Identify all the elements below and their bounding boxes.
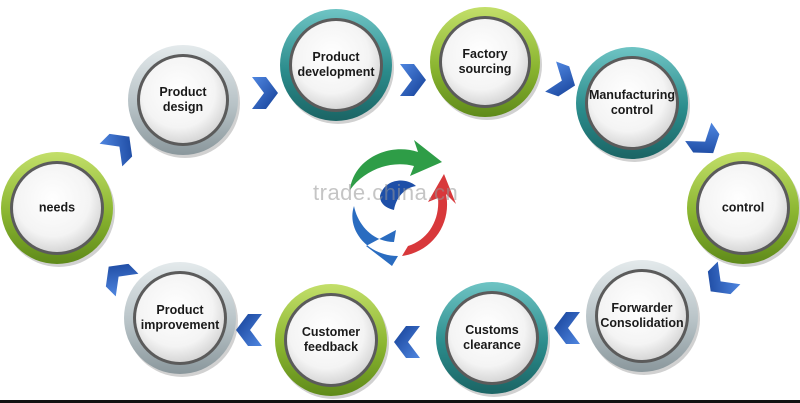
node-customs-clearance — [436, 282, 550, 397]
node-face — [442, 19, 528, 105]
node-face — [136, 274, 224, 362]
node-face — [140, 57, 226, 143]
node-face — [598, 272, 686, 360]
arrow-development-to-sourcing — [400, 64, 426, 96]
center-logo — [350, 140, 456, 266]
logo-center-blue — [380, 180, 416, 210]
node-face — [699, 164, 787, 252]
node-manufacturing-control — [576, 47, 690, 162]
arrow-customs-to-feedback — [394, 326, 420, 358]
node-quality-control — [687, 152, 800, 267]
arrow-sourcing-to-manufacturing — [545, 61, 576, 97]
node-product-development — [280, 9, 394, 124]
bottom-border — [0, 400, 800, 403]
node-face — [287, 296, 375, 384]
node-factory-sourcing — [430, 7, 542, 120]
node-forwarder-consolidation — [586, 260, 700, 375]
node-customer-needs — [1, 152, 115, 267]
logo-green-swirl — [350, 140, 442, 190]
node-product-design — [128, 45, 240, 158]
node-face — [588, 59, 676, 147]
watermark-text: trade.china.cn — [313, 180, 459, 205]
arrow-design-to-development — [252, 77, 278, 109]
nodes-layer — [1, 7, 800, 399]
arrow-forwarder-to-customs — [554, 312, 580, 344]
arrow-needs-to-design — [99, 133, 133, 167]
node-face — [448, 294, 536, 382]
node-face — [292, 21, 380, 109]
node-face — [13, 164, 101, 252]
arrow-improvement-to-needs — [105, 263, 139, 297]
arrow-feedback-to-improvement — [236, 314, 262, 346]
node-customer-feedback — [275, 284, 389, 399]
arrow-manufacturing-to-quality — [685, 122, 720, 154]
node-product-improvement — [124, 262, 238, 377]
logo-blue-swirl — [352, 206, 398, 266]
arrows-layer — [99, 61, 741, 358]
logo-red-swirl — [402, 174, 456, 256]
arrow-quality-to-forwarder — [707, 261, 741, 295]
